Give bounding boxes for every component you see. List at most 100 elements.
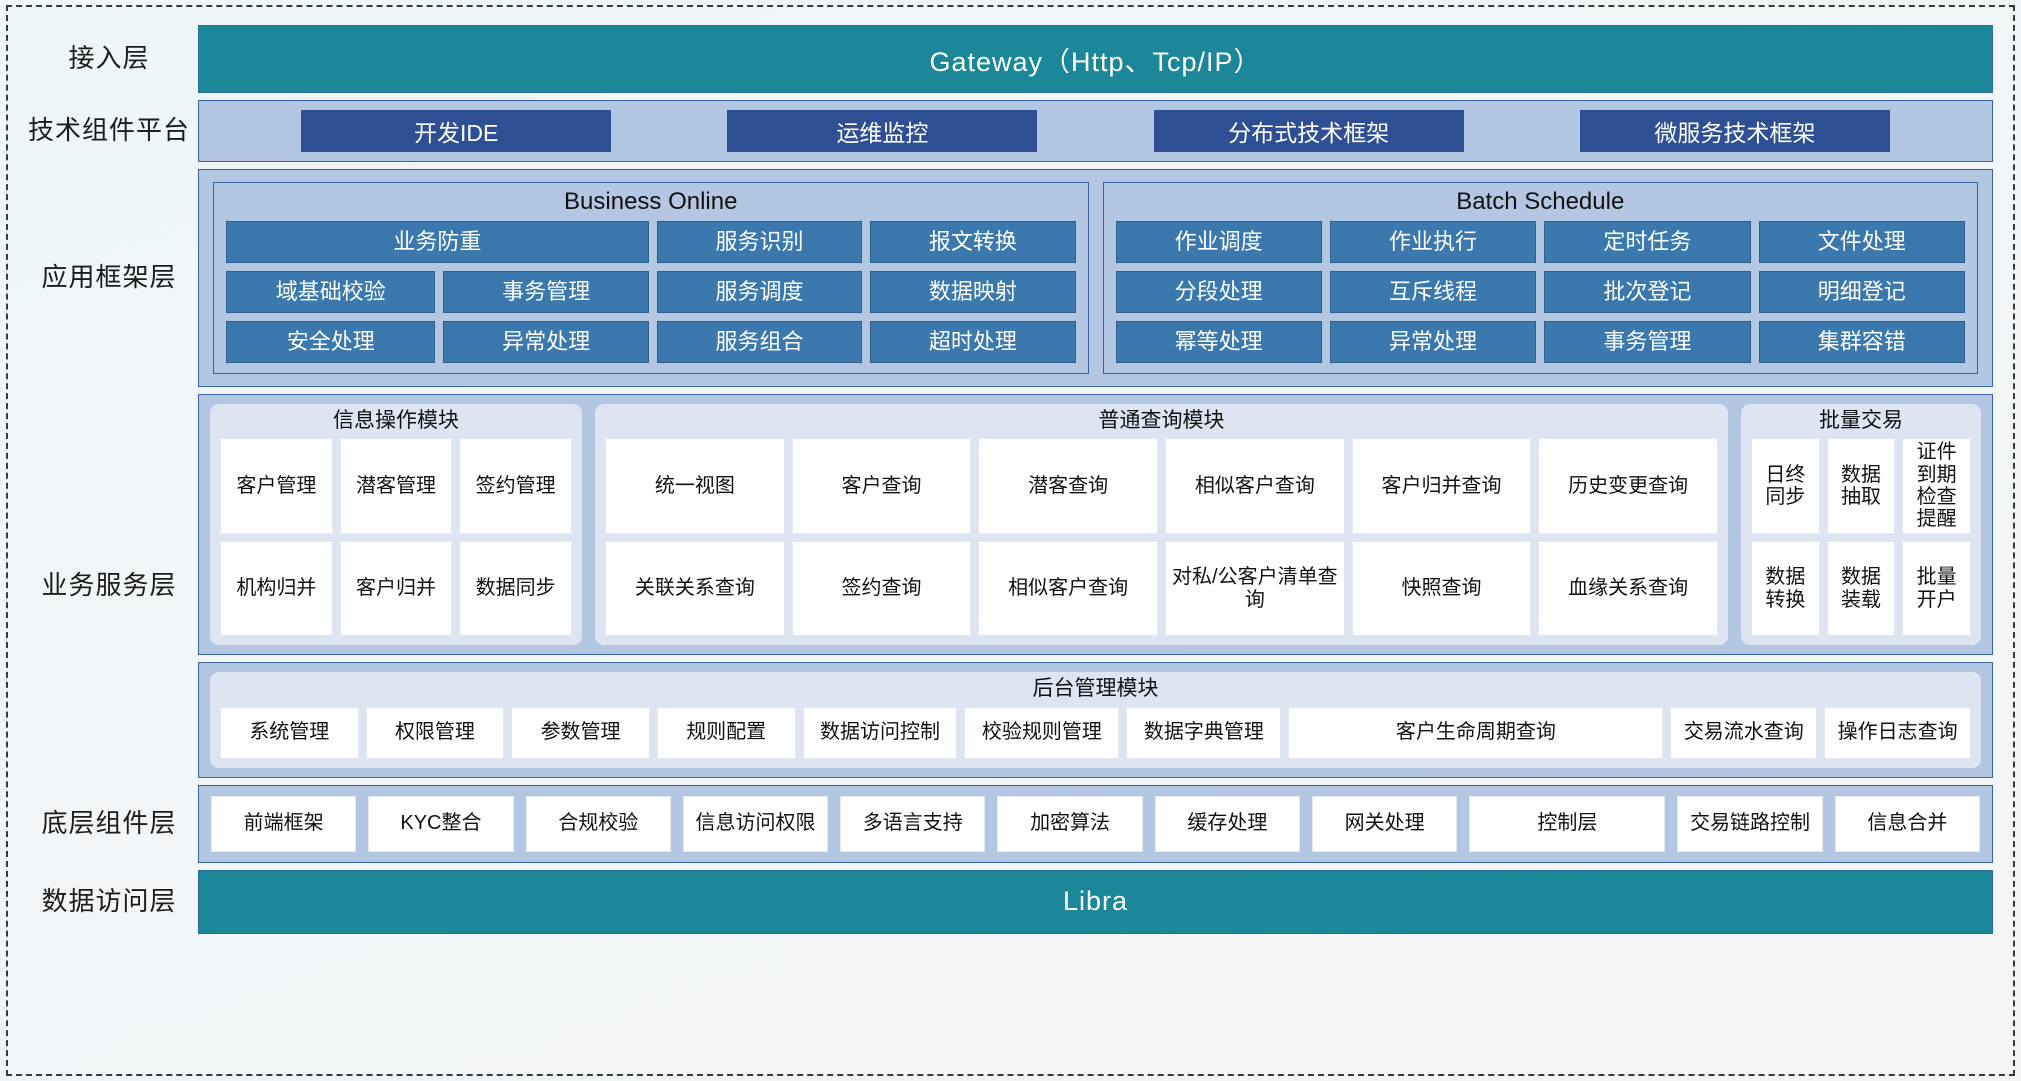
mod-chip-query-6[interactable]: 关联关系查询 bbox=[605, 540, 785, 637]
libra-banner[interactable]: Libra bbox=[198, 869, 1993, 934]
layer-label-app-framework: 应用框架层 bbox=[41, 262, 177, 293]
layer-body-base-component: 前端框架 KYC整合 合规校验 信息访问权限 多语言支持 加密算法 缓存处理 网… bbox=[198, 784, 1993, 863]
app-group-title-batch-schedule: Batch Schedule bbox=[1456, 188, 1625, 215]
app-chip-bs-11[interactable]: 集群容错 bbox=[1758, 321, 1965, 363]
mod-chip-batch-1[interactable]: 数据抽取 bbox=[1826, 438, 1896, 534]
layer-row-tech: 技术组件平台 开发IDE 运维监控 分布式技术框架 微服务技术框架 bbox=[20, 100, 1993, 162]
app-chip-bs-4[interactable]: 分段处理 bbox=[1115, 271, 1322, 314]
base-chip-1[interactable]: KYC整合 bbox=[368, 795, 514, 852]
business-service-panel: 信息操作模块 客户管理 潜客管理 签约管理 机构归并 客户归并 数据同步 bbox=[198, 394, 1993, 778]
app-chip-bo-10[interactable]: 超时处理 bbox=[870, 321, 1076, 363]
mod-chip-info-1[interactable]: 潜客管理 bbox=[339, 438, 453, 534]
mod-chip-query-7[interactable]: 签约查询 bbox=[791, 540, 972, 637]
mod-chip-admin-6[interactable]: 数据字典管理 bbox=[1126, 706, 1282, 759]
base-chip-5[interactable]: 加密算法 bbox=[997, 795, 1143, 852]
app-chip-bo-6[interactable]: 数据映射 bbox=[870, 271, 1076, 314]
app-chip-bo-1[interactable]: 服务识别 bbox=[656, 221, 863, 264]
app-chip-bo-5[interactable]: 服务调度 bbox=[656, 271, 863, 314]
app-group-batch-schedule: Batch Schedule 作业调度 作业执行 定时任务 文件处理 分段处理 … bbox=[1102, 182, 1978, 374]
mod-chip-info-2[interactable]: 签约管理 bbox=[459, 438, 572, 534]
mod-chip-admin-1[interactable]: 权限管理 bbox=[365, 706, 505, 759]
mod-chip-query-0[interactable]: 统一视图 bbox=[605, 438, 785, 534]
info-operation-grid: 客户管理 潜客管理 签约管理 机构归并 客户归并 数据同步 bbox=[220, 438, 572, 637]
batch-schedule-grid: 作业调度 作业执行 定时任务 文件处理 分段处理 互斥线程 批次登记 明细登记 … bbox=[1115, 221, 1965, 363]
batch-transaction-grid: 日终同步 数据抽取 证件到期检查提醒 数据转换 数据装载 批量开户 bbox=[1751, 438, 1971, 637]
base-chip-9[interactable]: 交易链路控制 bbox=[1677, 795, 1823, 852]
mod-chip-query-9[interactable]: 对私/公客户清单查询 bbox=[1165, 540, 1345, 637]
app-chip-bs-1[interactable]: 作业执行 bbox=[1329, 221, 1537, 264]
mod-chip-admin-8[interactable]: 交易流水查询 bbox=[1670, 706, 1818, 759]
base-chip-6[interactable]: 缓存处理 bbox=[1154, 795, 1300, 852]
mod-chip-admin-4[interactable]: 数据访问控制 bbox=[802, 706, 958, 759]
tech-chip-microservice-framework[interactable]: 微服务技术框架 bbox=[1579, 110, 1890, 152]
mod-chip-query-1[interactable]: 客户查询 bbox=[791, 438, 972, 534]
app-chip-bs-2[interactable]: 定时任务 bbox=[1544, 221, 1751, 264]
base-chip-3[interactable]: 信息访问权限 bbox=[682, 795, 829, 852]
business-service-band-top: 信息操作模块 客户管理 潜客管理 签约管理 机构归并 客户归并 数据同步 bbox=[198, 394, 1993, 656]
mod-chip-query-11[interactable]: 血缘关系查询 bbox=[1538, 540, 1718, 637]
mod-chip-admin-2[interactable]: 参数管理 bbox=[511, 706, 650, 759]
module-title-backend-admin: 后台管理模块 bbox=[1032, 677, 1159, 701]
app-chip-bs-10[interactable]: 事务管理 bbox=[1544, 321, 1751, 363]
tech-component-panel: 开发IDE 运维监控 分布式技术框架 微服务技术框架 bbox=[198, 100, 1993, 162]
architecture-layers: 接入层 Gateway（Http、Tcp/IP） 技术组件平台 开发IDE 运维… bbox=[8, 7, 2013, 1074]
app-chip-bo-9[interactable]: 服务组合 bbox=[656, 321, 863, 363]
mod-chip-batch-5[interactable]: 批量开户 bbox=[1902, 540, 1971, 637]
mod-chip-query-4[interactable]: 客户归并查询 bbox=[1351, 438, 1532, 534]
module-group-info-operation: 信息操作模块 客户管理 潜客管理 签约管理 机构归并 客户归并 数据同步 bbox=[210, 404, 582, 646]
base-chip-4[interactable]: 多语言支持 bbox=[840, 795, 986, 852]
app-chip-bo-8[interactable]: 异常处理 bbox=[443, 321, 649, 363]
app-group-business-online: Business Online 业务防重 服务识别 报文转换 域基础校验 事务管… bbox=[213, 182, 1089, 374]
mod-chip-admin-3[interactable]: 规则配置 bbox=[656, 706, 796, 759]
base-chip-0[interactable]: 前端框架 bbox=[211, 795, 357, 852]
mod-chip-admin-9[interactable]: 操作日志查询 bbox=[1824, 706, 1971, 759]
app-chip-bs-6[interactable]: 批次登记 bbox=[1544, 271, 1751, 314]
base-chip-2[interactable]: 合规校验 bbox=[525, 795, 671, 852]
gateway-banner[interactable]: Gateway（Http、Tcp/IP） bbox=[198, 25, 1993, 93]
module-group-general-query: 普通查询模块 统一视图 客户查询 潜客查询 相似客户查询 客户归并查询 历史变更… bbox=[595, 404, 1728, 646]
tech-chip-distributed-framework[interactable]: 分布式技术框架 bbox=[1153, 110, 1464, 152]
app-chip-bs-3[interactable]: 文件处理 bbox=[1758, 221, 1965, 264]
mod-chip-info-5[interactable]: 数据同步 bbox=[459, 540, 572, 637]
base-chip-10[interactable]: 信息合并 bbox=[1834, 795, 1980, 852]
tech-chip-ops-monitor[interactable]: 运维监控 bbox=[727, 110, 1038, 152]
app-chip-bs-0[interactable]: 作业调度 bbox=[1115, 221, 1322, 264]
mod-chip-batch-2[interactable]: 证件到期检查提醒 bbox=[1902, 438, 1971, 534]
mod-chip-query-2[interactable]: 潜客查询 bbox=[978, 438, 1158, 534]
app-chip-bo-3[interactable]: 域基础校验 bbox=[226, 271, 436, 314]
mod-chip-batch-0[interactable]: 日终同步 bbox=[1751, 438, 1820, 534]
app-chip-bo-0[interactable]: 业务防重 bbox=[226, 221, 649, 264]
mod-chip-admin-5[interactable]: 校验规则管理 bbox=[964, 706, 1120, 759]
mod-chip-query-5[interactable]: 历史变更查询 bbox=[1538, 438, 1718, 534]
layer-body-tech: 开发IDE 运维监控 分布式技术框架 微服务技术框架 bbox=[198, 100, 1993, 162]
mod-chip-admin-0[interactable]: 系统管理 bbox=[220, 706, 359, 759]
business-online-grid: 业务防重 服务识别 报文转换 域基础校验 事务管理 服务调度 数据映射 安全处理… bbox=[226, 221, 1076, 363]
diagram-outer-frame: 接入层 Gateway（Http、Tcp/IP） 技术组件平台 开发IDE 运维… bbox=[6, 5, 2015, 1076]
app-chip-bo-2[interactable]: 报文转换 bbox=[870, 221, 1076, 264]
app-chip-bs-8[interactable]: 幂等处理 bbox=[1115, 321, 1322, 363]
mod-chip-query-3[interactable]: 相似客户查询 bbox=[1165, 438, 1345, 534]
mod-chip-batch-4[interactable]: 数据装载 bbox=[1826, 540, 1896, 637]
app-framework-panel: Business Online 业务防重 服务识别 报文转换 域基础校验 事务管… bbox=[198, 169, 1993, 387]
app-chip-bo-7[interactable]: 安全处理 bbox=[226, 321, 436, 363]
mod-chip-info-3[interactable]: 机构归并 bbox=[220, 540, 333, 637]
app-chip-bo-4[interactable]: 事务管理 bbox=[443, 271, 649, 314]
tech-chip-dev-ide[interactable]: 开发IDE bbox=[301, 110, 612, 152]
app-chip-bs-9[interactable]: 异常处理 bbox=[1329, 321, 1537, 363]
layer-row-business-service: 业务服务层 信息操作模块 客户管理 潜客管理 签约管理 机构归并 客户归并 bbox=[20, 394, 1993, 778]
mod-chip-info-4[interactable]: 客户归并 bbox=[339, 540, 453, 637]
module-title-batch-transaction: 批量交易 bbox=[1819, 409, 1903, 432]
mod-chip-batch-3[interactable]: 数据转换 bbox=[1751, 540, 1820, 637]
base-chip-7[interactable]: 网关处理 bbox=[1312, 795, 1458, 852]
mod-chip-query-10[interactable]: 快照查询 bbox=[1351, 540, 1532, 637]
backend-admin-grid: 系统管理 权限管理 参数管理 规则配置 数据访问控制 校验规则管理 数据字典管理… bbox=[220, 706, 1971, 759]
app-chip-bs-5[interactable]: 互斥线程 bbox=[1329, 271, 1537, 314]
app-chip-bs-7[interactable]: 明细登记 bbox=[1758, 271, 1965, 314]
mod-chip-query-8[interactable]: 相似客户查询 bbox=[978, 540, 1158, 637]
mod-chip-admin-7[interactable]: 客户生命周期查询 bbox=[1288, 706, 1664, 759]
layer-label-tech: 技术组件平台 bbox=[27, 115, 190, 146]
base-component-panel: 前端框架 KYC整合 合规校验 信息访问权限 多语言支持 加密算法 缓存处理 网… bbox=[198, 784, 1993, 863]
mod-chip-info-0[interactable]: 客户管理 bbox=[220, 438, 333, 534]
business-service-band-admin: 后台管理模块 系统管理 权限管理 参数管理 规则配置 数据访问控制 校验规则管理… bbox=[198, 662, 1993, 778]
base-chip-8[interactable]: 控制层 bbox=[1469, 795, 1666, 852]
